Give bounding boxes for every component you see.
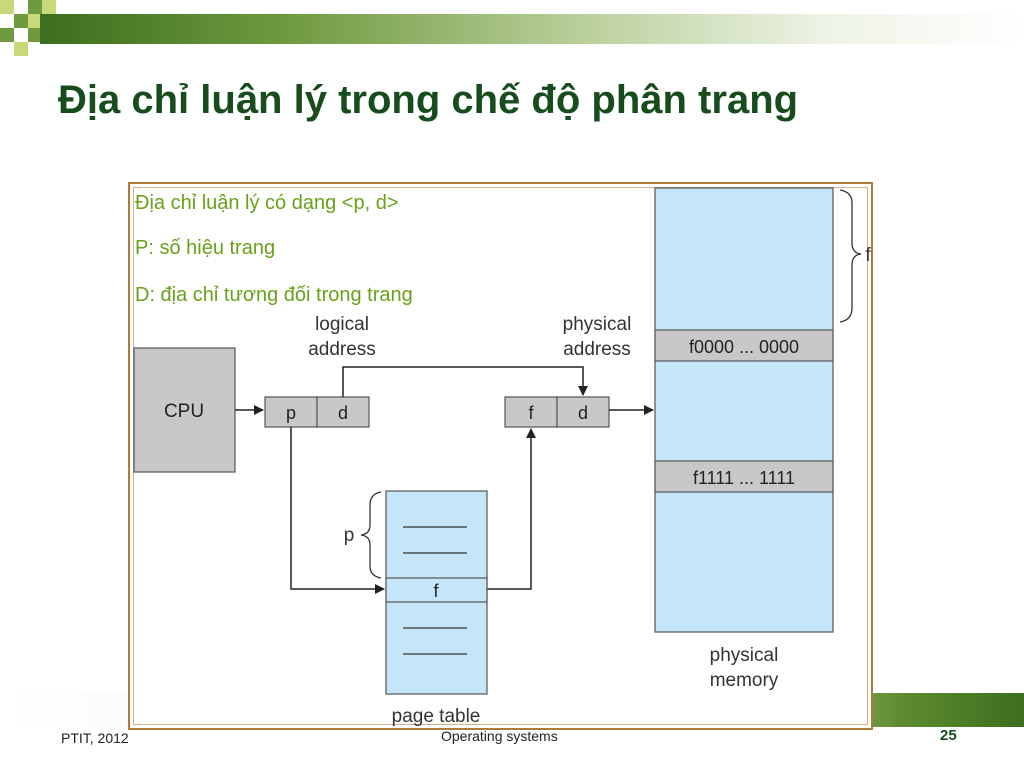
page-table-entry-label: f — [433, 581, 439, 601]
memory-frame-end-label: f1111 ... 1111 — [693, 468, 795, 488]
logical-address-label-line2: address — [308, 339, 376, 360]
memory-brace — [839, 189, 862, 323]
note-logical-address-format: Địa chỉ luận lý có dạng <p, d> — [135, 192, 399, 214]
page-table-label: page table — [392, 706, 481, 727]
physical-f-label: f — [528, 403, 534, 423]
decor-square — [28, 0, 42, 14]
memory-frame-end-row — [654, 460, 834, 493]
frame-number-to-address-arrow — [487, 428, 536, 590]
memory-frame-start-row — [654, 329, 834, 362]
physical-d-label: d — [578, 403, 588, 423]
decor-square — [0, 0, 14, 14]
decor-square — [14, 0, 28, 14]
decor-square — [14, 42, 28, 56]
memory-brace-label: f — [865, 245, 871, 266]
logical-d-label: d — [338, 403, 348, 423]
slide-title: Địa chỉ luận lý trong chế độ phân trang — [58, 78, 799, 122]
note-offset: D: địa chỉ tương đối trong trang — [135, 284, 413, 306]
top-gradient-band — [40, 14, 1024, 44]
page-table-entry-box — [385, 577, 488, 603]
decor-square — [28, 14, 42, 28]
physical-address-label-line2: address — [563, 339, 631, 360]
page-number-to-table-arrow — [290, 427, 385, 594]
logical-d-box — [316, 396, 370, 428]
footer-organization: PTIT, 2012 — [61, 730, 129, 746]
cpu-label: CPU — [164, 401, 204, 422]
physical-memory-label-line2: memory — [710, 670, 779, 691]
memory-frame-start-label: f0000 ... 0000 — [689, 337, 799, 357]
logical-p-label: p — [286, 403, 296, 423]
decor-square — [0, 28, 14, 42]
decor-square — [42, 0, 56, 14]
physical-memory-box — [654, 187, 834, 633]
page-table-brace — [360, 491, 382, 579]
physical-f-box — [504, 396, 558, 428]
top-decoration-bar — [0, 0, 1024, 56]
physical-memory-label-line1: physical — [710, 645, 779, 666]
offset-copy-arrow — [342, 366, 588, 397]
page-table-brace-label: p — [344, 525, 355, 546]
logical-p-box — [264, 396, 318, 428]
footer-page-number: 25 — [940, 727, 957, 744]
note-page-number: P: số hiệu trang — [135, 237, 276, 259]
logical-address-label-line1: logical — [315, 314, 369, 335]
footer-course-title: Operating systems — [441, 728, 558, 744]
physical-d-box — [556, 396, 610, 428]
cpu-box — [133, 347, 236, 473]
decor-square — [28, 28, 42, 42]
physical-address-label-line1: physical — [563, 314, 632, 335]
decor-square — [14, 14, 28, 28]
